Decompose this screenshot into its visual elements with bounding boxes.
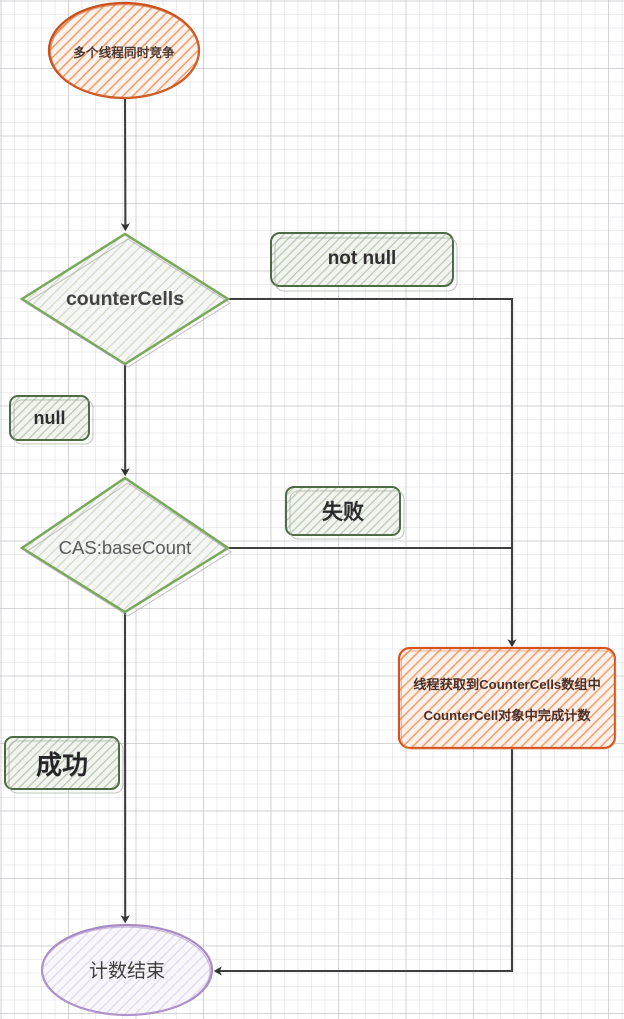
label-not-null-box: [270, 232, 458, 292]
label-fail-box: [285, 486, 405, 540]
node-process-counter-cell[interactable]: [397, 646, 617, 750]
node-end-ellipse[interactable]: [40, 923, 214, 1017]
label-null-box: [9, 395, 94, 445]
node-start-ellipse[interactable]: [47, 1, 201, 100]
node-decision-counter-cells[interactable]: [19, 232, 232, 368]
edge-counter-cells-not-null: [228, 297, 517, 648]
label-success-box: [4, 736, 124, 794]
node-decision-cas-basecount[interactable]: [19, 476, 233, 617]
edge-process-to-end: [213, 748, 514, 976]
